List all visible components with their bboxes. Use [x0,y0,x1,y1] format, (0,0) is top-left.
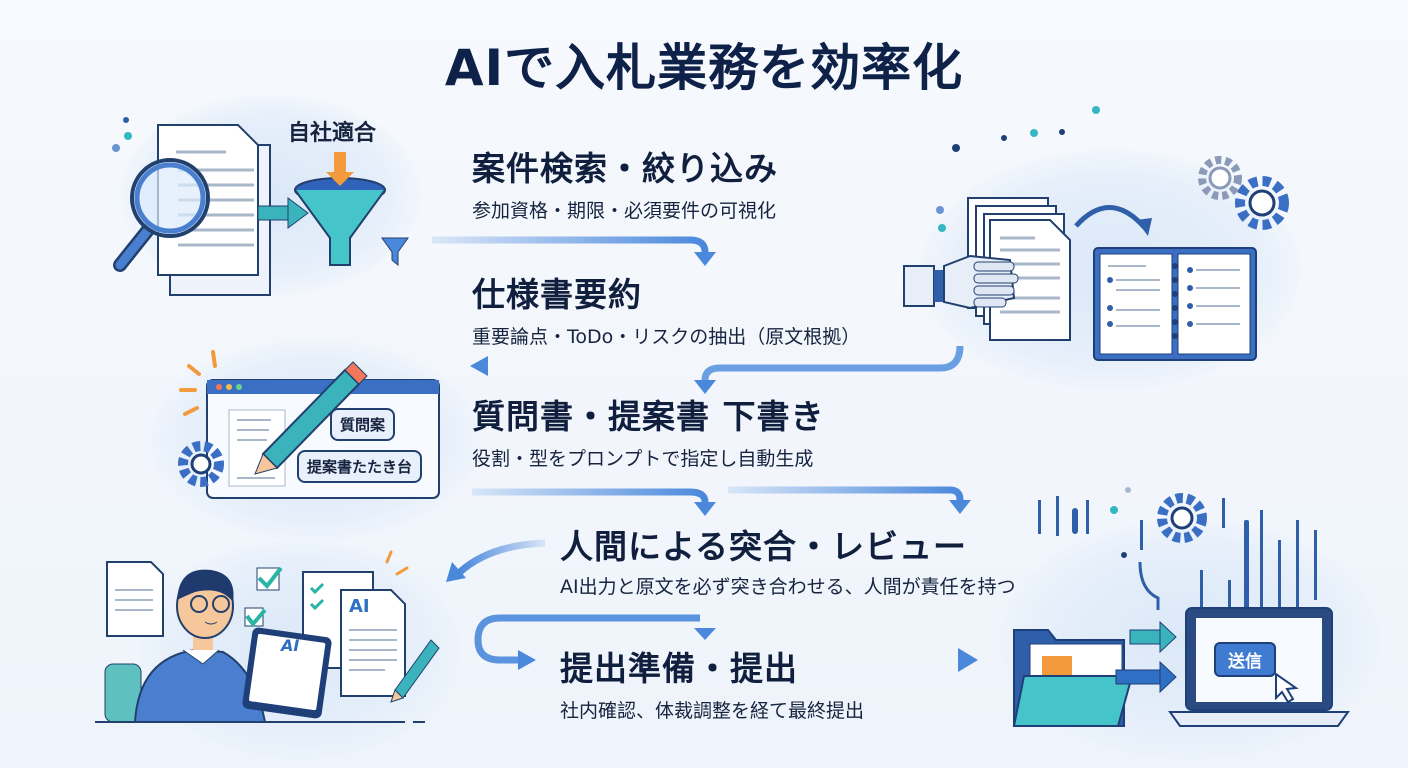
step-4: 人間による突合・レビュー AI出力と原文を必ず突き合わせる、人間が責任を持つ [560,520,1016,599]
gear-icon [178,441,224,487]
step-desc: 社内確認、体裁調整を経て最終提出 [560,700,865,722]
arrow-loop-to-5 [474,614,716,670]
folder-icon [1012,629,1134,727]
notebook-icon [1093,247,1257,361]
checkbox-icon [244,607,267,628]
robot-hand-icon [903,254,1019,310]
submit-illustration: 送信 [1000,480,1350,730]
document-icon [106,561,164,637]
step-title: 質問書・提案書 下書き [472,397,825,436]
cursor-icon [1275,672,1299,704]
step-2: 仕様書要約 重要論点・ToDo・リスクの抽出（原文根拠） [472,268,860,349]
proposal-draft-bubble: 提案書たたき台 [297,450,423,483]
gear-icon [1235,176,1289,230]
tablet-icon [242,627,332,719]
step-5: 提出準備・提出 社内確認、体裁調整を経て最終提出 [560,642,864,723]
gear-icon [1198,156,1242,200]
step-title: 仕様書要約 [472,275,642,314]
document-ai-label: AI [349,596,370,617]
pencil-icon [390,639,440,703]
arrow-5-to-submit [836,648,978,672]
step-desc: 参加資格・期限・必須要件の可視化 [472,200,777,222]
gear-icon [1157,493,1207,543]
step-title: 提出準備・提出 [560,649,798,688]
step-desc: AI出力と原文を必ず突き合わせる、人間が責任を持つ [560,576,1016,598]
step-desc: 役割・型をプロンプトで指定し自動生成 [472,448,814,470]
filter-icon [381,237,409,267]
step-title: 人間による突合・レビュー [560,527,968,566]
review-illustration: AI AI [95,540,445,730]
summary-illustration [903,106,1289,361]
magnifier-icon [113,158,210,272]
funnel-icon [294,152,386,266]
page-title: AIで入札業務を効率化 [444,39,964,97]
pencil-icon [254,361,368,475]
checkbox-icon [256,566,283,591]
arrow-right-icon [257,197,309,229]
arrow-right-icon [1115,660,1177,694]
question-draft-bubble: 質問案 [330,408,396,441]
arrow-3-to-4 [472,486,971,516]
step-3: 質問書・提案書 下書き 役割・型をプロンプトで指定し自動生成 [472,390,825,471]
search-illustration: 自社適合 [112,117,409,296]
tablet-ai-label: AI [281,636,300,655]
arrow-4-to-review [446,539,546,582]
arrow-1-to-2 [432,236,716,266]
submit-button: 送信 [1214,642,1276,677]
arrow-2-to-3 [470,345,964,394]
fit-label: 自社適合 [288,120,377,146]
step-title: 案件検索・絞り込み [472,149,778,188]
step-1: 案件検索・絞り込み 参加資格・期限・必須要件の可視化 [472,142,778,223]
draft-illustration: 質問案 提案書たたき台 [175,350,455,512]
curved-arrow-icon [1074,205,1147,230]
arrow-right-icon [1129,620,1177,654]
step-desc: 重要論点・ToDo・リスクの抽出（原文根拠） [472,326,861,348]
person-icon [133,569,267,723]
